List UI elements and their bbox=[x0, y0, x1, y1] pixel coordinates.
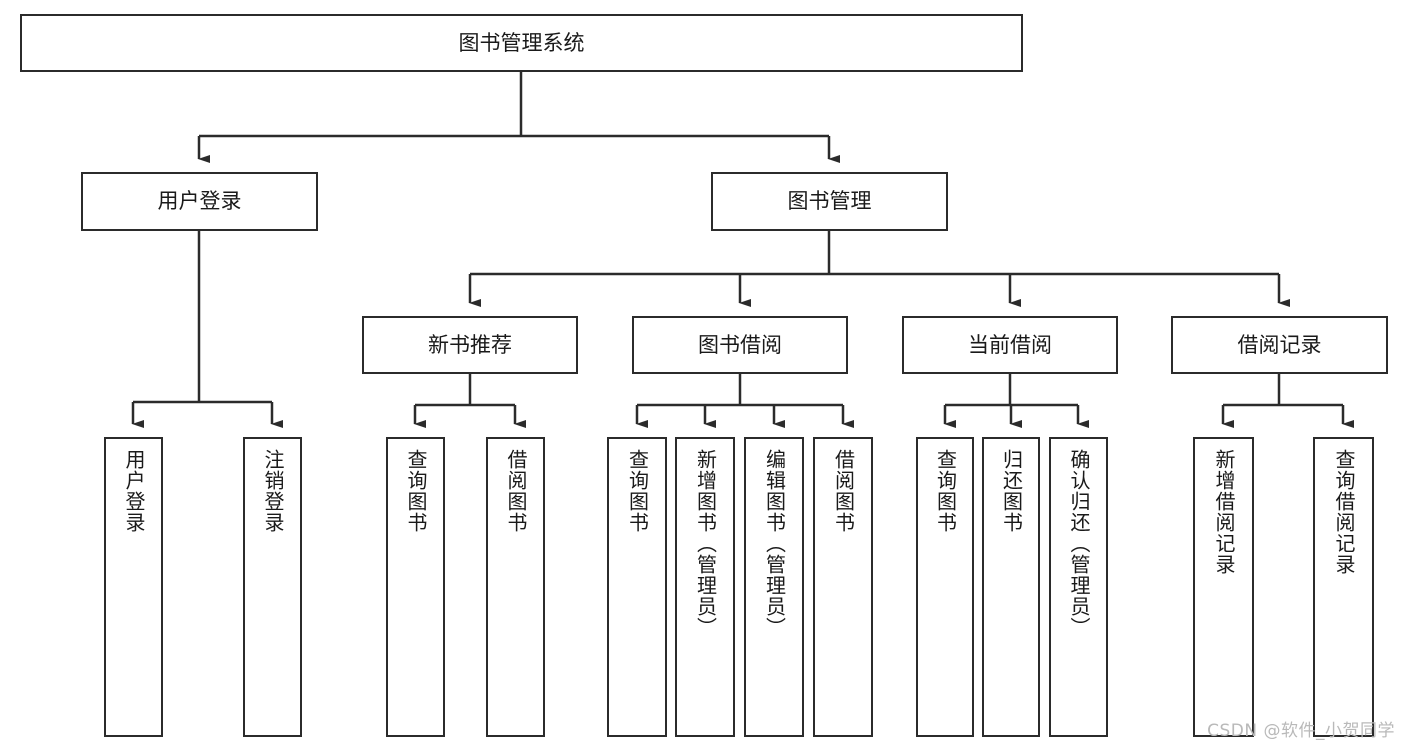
node-label: 借阅图书 bbox=[504, 449, 528, 533]
node-leaf-6[interactable]: 编辑图书（管理员） bbox=[744, 437, 804, 737]
node-label: 图书借阅 bbox=[698, 332, 782, 357]
node-label: 借阅图书 bbox=[831, 449, 856, 533]
node-label: 新书推荐 bbox=[428, 332, 512, 357]
node-leaf-1[interactable]: 注销登录 bbox=[243, 437, 302, 737]
node-level3-1[interactable]: 图书借阅 bbox=[632, 316, 848, 374]
node-level2-0[interactable]: 用户登录 bbox=[81, 172, 318, 231]
node-label: 确认归还（管理员） bbox=[1067, 449, 1091, 638]
node-level3-3[interactable]: 借阅记录 bbox=[1171, 316, 1388, 374]
node-label: 查询图书 bbox=[625, 449, 650, 533]
node-label: 新增借阅记录 bbox=[1212, 449, 1236, 575]
node-label: 归还图书 bbox=[999, 449, 1024, 533]
node-label: 注销登录 bbox=[261, 449, 285, 533]
node-label: 用户登录 bbox=[157, 189, 242, 214]
node-level3-2[interactable]: 当前借阅 bbox=[902, 316, 1118, 374]
node-leaf-8[interactable]: 查询图书 bbox=[916, 437, 974, 737]
node-label: 借阅记录 bbox=[1237, 332, 1322, 357]
node-leaf-10[interactable]: 确认归还（管理员） bbox=[1049, 437, 1108, 737]
node-label: 查询图书 bbox=[404, 449, 428, 533]
node-label: 图书管理系统 bbox=[458, 30, 585, 55]
node-label: 用户登录 bbox=[122, 449, 146, 533]
node-leaf-5[interactable]: 新增图书（管理员） bbox=[675, 437, 735, 737]
node-leaf-3[interactable]: 借阅图书 bbox=[486, 437, 545, 737]
node-label: 编辑图书（管理员） bbox=[762, 449, 787, 638]
node-label: 查询图书 bbox=[933, 449, 958, 533]
node-leaf-11[interactable]: 新增借阅记录 bbox=[1193, 437, 1254, 737]
node-label: 查询借阅记录 bbox=[1332, 449, 1356, 575]
node-label: 图书管理 bbox=[787, 189, 872, 214]
node-label: 新增图书（管理员） bbox=[693, 449, 718, 638]
node-level3-0[interactable]: 新书推荐 bbox=[362, 316, 578, 374]
node-leaf-9[interactable]: 归还图书 bbox=[982, 437, 1040, 737]
node-leaf-0[interactable]: 用户登录 bbox=[104, 437, 163, 737]
node-leaf-2[interactable]: 查询图书 bbox=[386, 437, 445, 737]
node-label: 当前借阅 bbox=[968, 332, 1052, 357]
node-level2-1[interactable]: 图书管理 bbox=[711, 172, 948, 231]
watermark-text: CSDN @软件_小贺同学 bbox=[1207, 721, 1395, 741]
node-root-0[interactable]: 图书管理系统 bbox=[20, 14, 1023, 72]
node-leaf-7[interactable]: 借阅图书 bbox=[813, 437, 873, 737]
node-leaf-4[interactable]: 查询图书 bbox=[607, 437, 667, 737]
node-leaf-12[interactable]: 查询借阅记录 bbox=[1313, 437, 1374, 737]
